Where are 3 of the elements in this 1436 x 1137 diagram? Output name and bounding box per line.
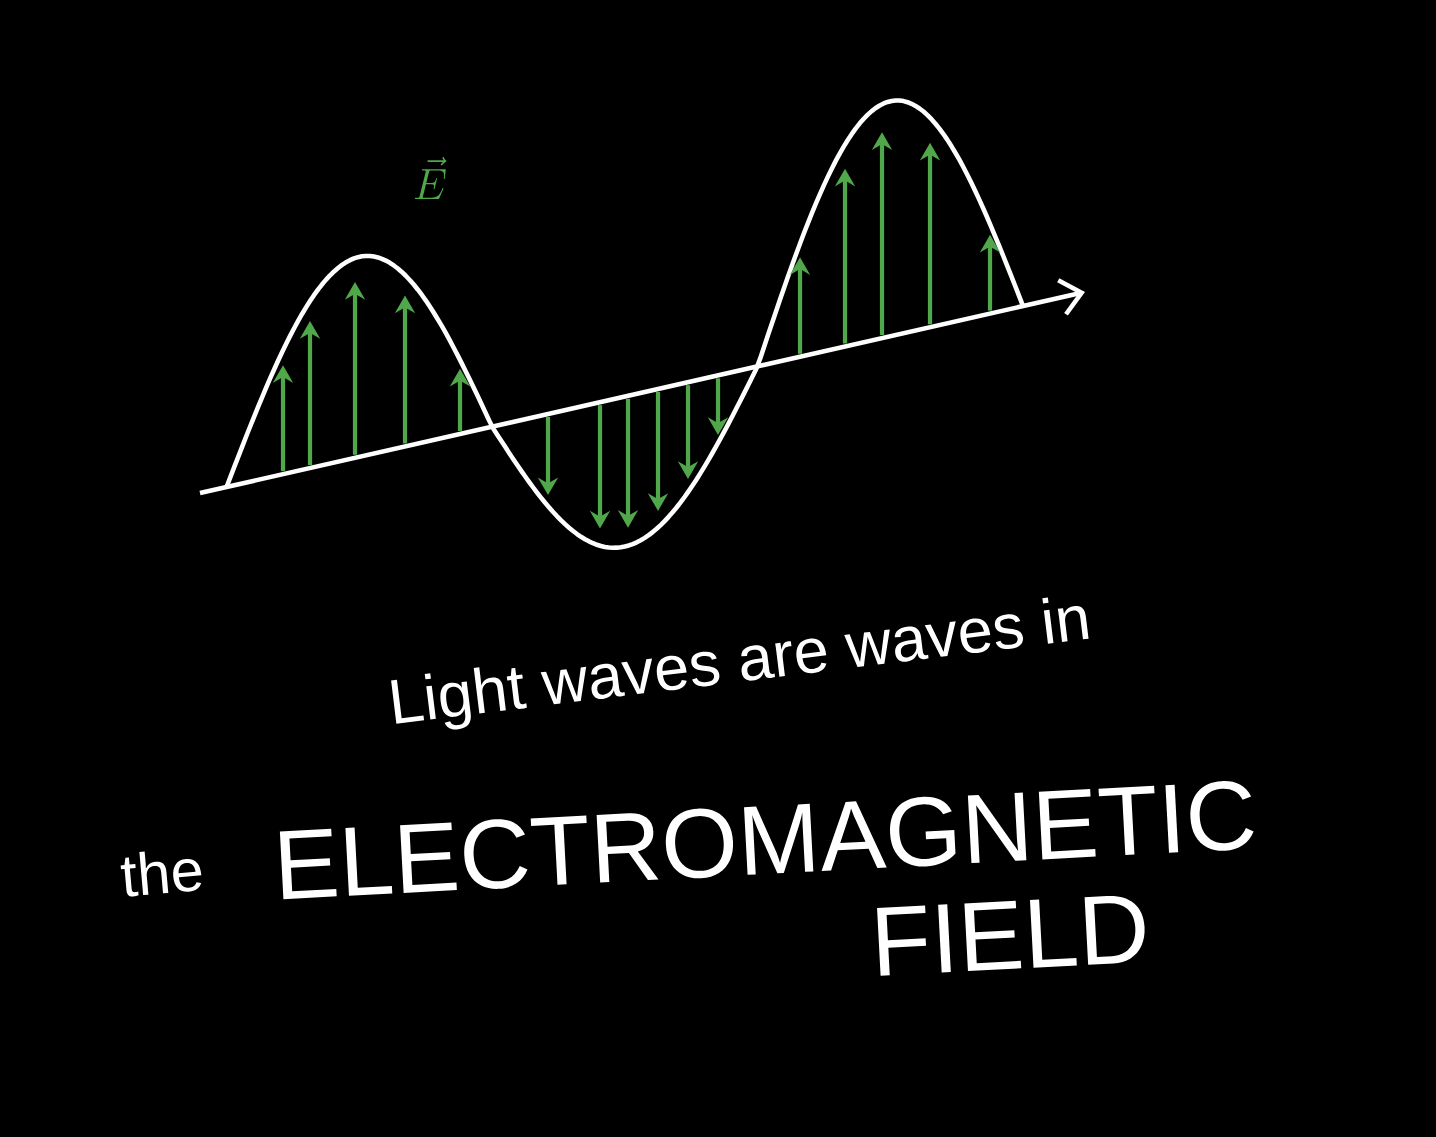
handwritten-text: Light waves are waves in xyxy=(391,597,1089,730)
vector-symbol: $\vec{E}$ xyxy=(414,156,447,200)
handwritten-text: the xyxy=(120,851,202,897)
